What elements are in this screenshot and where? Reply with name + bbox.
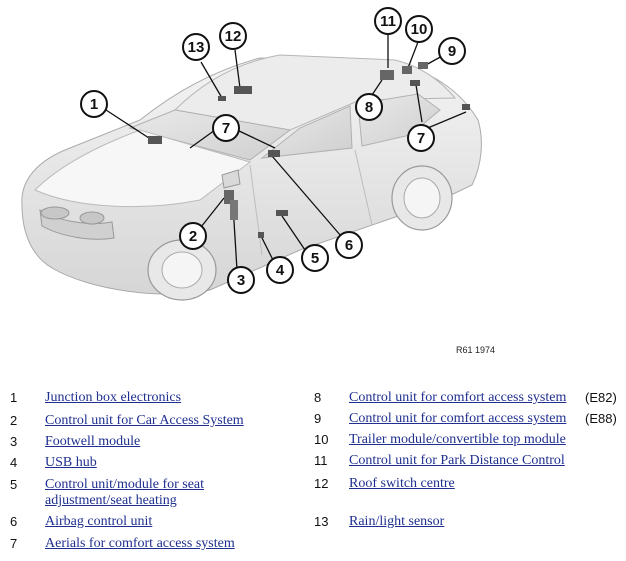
svg-text:7: 7 <box>417 130 425 147</box>
legend-link-airbag[interactable]: Airbag control unit <box>45 514 153 529</box>
callout-7-front: 7 <box>212 114 240 142</box>
svg-text:13: 13 <box>188 39 205 56</box>
legend-link-aerials[interactable]: Aerials for comfort access system <box>45 536 235 551</box>
callout-10: 10 <box>405 15 433 43</box>
svg-text:8: 8 <box>365 99 373 116</box>
legend-left: 1 Junction box electronics 2 Control uni… <box>10 390 310 560</box>
legend-link-comfort-access-e82[interactable]: Control unit for comfort access system <box>349 390 567 405</box>
legend-number: 6 <box>10 514 18 529</box>
legend-number: 1 <box>10 390 18 405</box>
svg-text:6: 6 <box>345 237 353 254</box>
legend-right: 8 Control unit for comfort access system… <box>314 390 624 540</box>
legend-suffix: (E88) <box>585 411 617 426</box>
legend-number: 10 <box>314 432 329 447</box>
callout-12: 12 <box>219 22 247 50</box>
svg-text:12: 12 <box>225 28 242 45</box>
legend-link-rain-light[interactable]: Rain/light sensor <box>349 514 445 529</box>
callout-9: 9 <box>438 37 466 65</box>
legend-link-seat-adjustment[interactable]: Control unit/module for seat <box>45 477 205 492</box>
svg-text:4: 4 <box>276 262 285 279</box>
legend-link-trailer-module[interactable]: Trailer module/convertible top module <box>349 432 566 447</box>
svg-text:11: 11 <box>380 13 396 30</box>
callout-3: 3 <box>227 266 255 294</box>
callout-6: 6 <box>335 231 363 259</box>
callout-7-rear: 7 <box>407 124 435 152</box>
legend-suffix: (E82) <box>585 390 617 405</box>
legend-number: 13 <box>314 514 329 529</box>
legend-number: 3 <box>10 434 18 449</box>
callout-13: 13 <box>182 33 210 61</box>
svg-text:2: 2 <box>189 228 197 245</box>
svg-text:1: 1 <box>90 96 98 113</box>
legend-number: 11 <box>314 453 328 468</box>
legend-number: 2 <box>10 413 18 428</box>
legend-number: 4 <box>10 455 18 470</box>
legend-number: 12 <box>314 476 329 491</box>
svg-text:5: 5 <box>311 250 319 267</box>
figure-reference: R61 1974 <box>456 345 496 355</box>
svg-text:3: 3 <box>237 272 245 289</box>
callout-5: 5 <box>301 244 329 272</box>
legend-number: 5 <box>10 477 18 492</box>
legend-link-park-distance[interactable]: Control unit for Park Distance Control <box>349 453 565 468</box>
legend-link-car-access[interactable]: Control unit for Car Access System <box>45 413 244 428</box>
legend-number: 7 <box>10 536 18 551</box>
legend-link-roof-switch[interactable]: Roof switch centre <box>349 476 455 491</box>
car-component-diagram: 1 2 3 4 5 6 7 7 8 9 10 11 12 13 <box>21 7 482 301</box>
legend-link-seat-adjustment-cont[interactable]: adjustment/seat heating <box>45 493 177 508</box>
callout-8: 8 <box>355 93 383 121</box>
svg-text:10: 10 <box>411 21 428 38</box>
component-markers <box>148 62 470 238</box>
legend-number: 9 <box>314 411 322 426</box>
callout-4: 4 <box>266 256 294 284</box>
legend-link-footwell[interactable]: Footwell module <box>45 434 141 449</box>
legend-link-usb-hub[interactable]: USB hub <box>45 455 97 470</box>
svg-text:7: 7 <box>222 120 230 137</box>
svg-text:9: 9 <box>448 43 456 60</box>
callout-11: 11 <box>374 7 402 35</box>
legend-link-comfort-access-e88[interactable]: Control unit for comfort access system <box>349 411 567 426</box>
callout-2: 2 <box>179 222 207 250</box>
legend-number: 8 <box>314 390 322 405</box>
callout-1: 1 <box>80 90 108 118</box>
legend-link-junction-box[interactable]: Junction box electronics <box>45 390 182 405</box>
